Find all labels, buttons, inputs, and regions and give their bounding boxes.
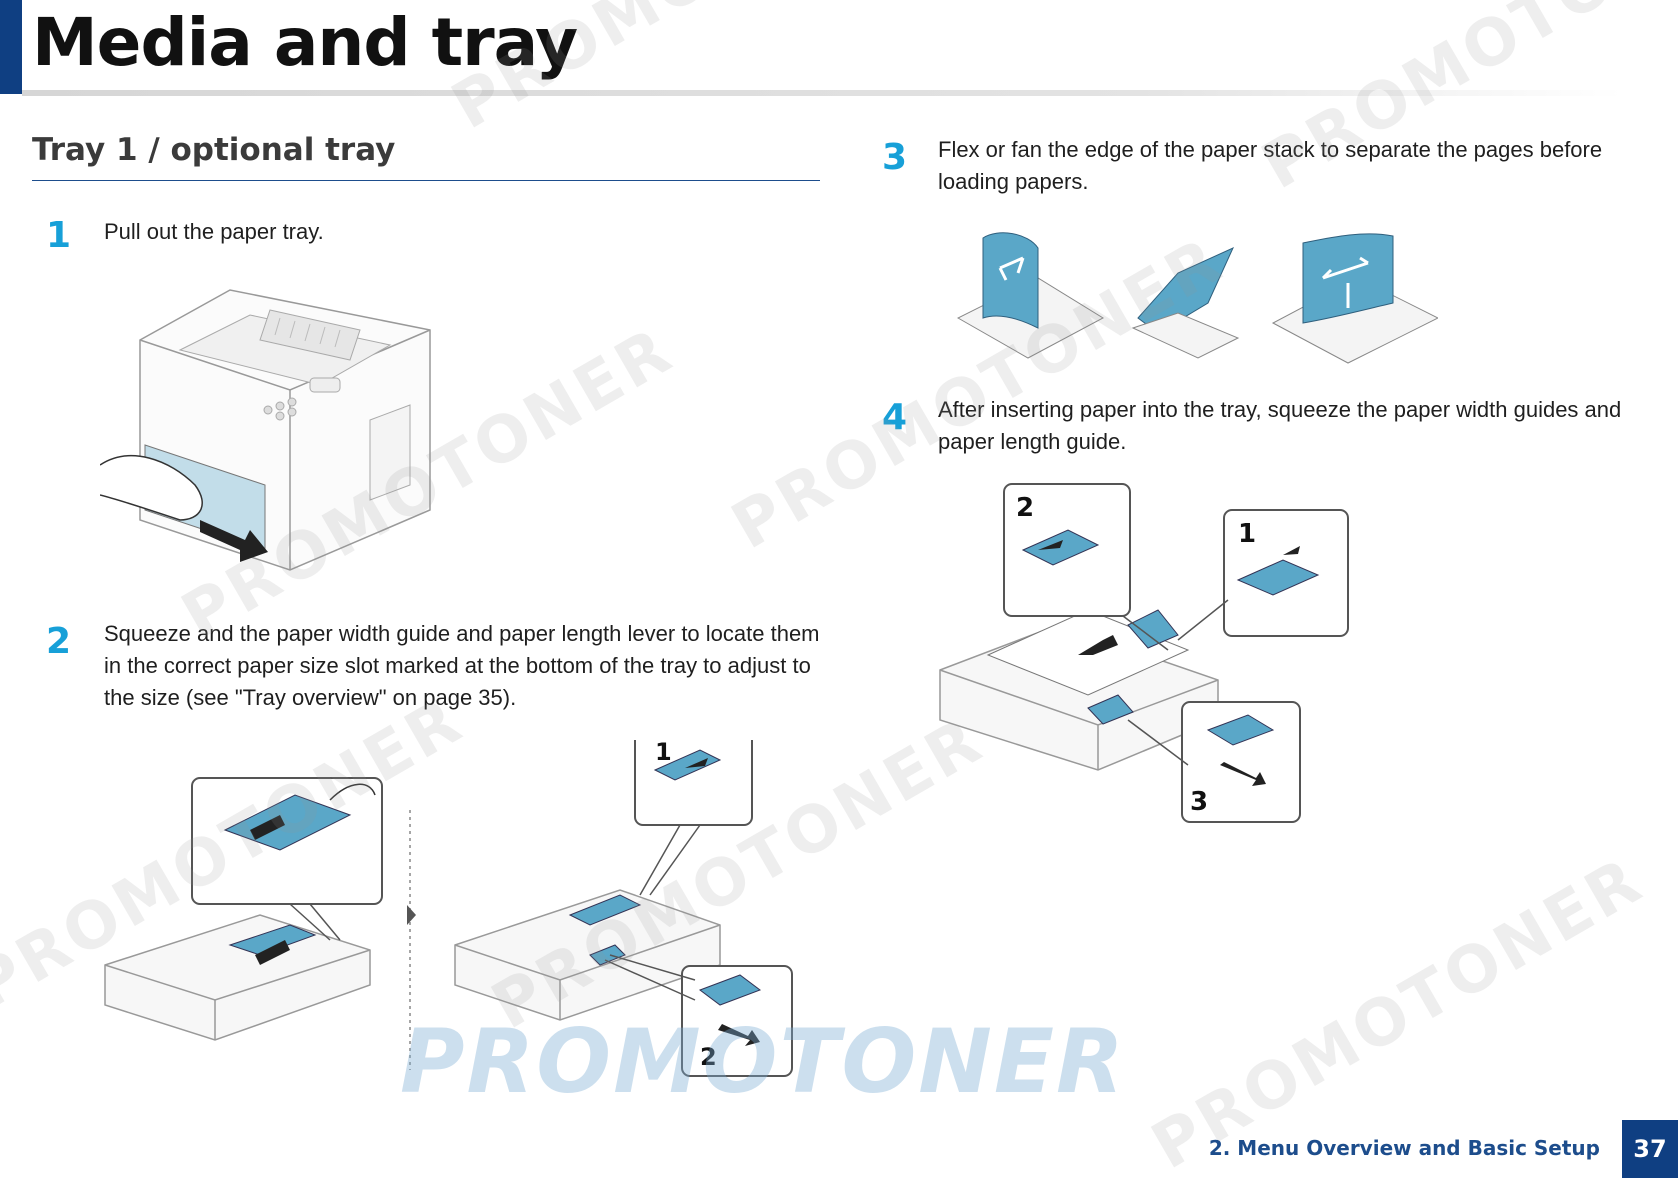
step-4-number: 4	[882, 397, 908, 438]
step4-callout-1: 1	[1238, 519, 1256, 549]
chapter-footer-link[interactable]: 2. Menu Overview and Basic Setup	[1208, 1136, 1600, 1160]
step4-callout-3: 3	[1190, 787, 1208, 817]
tray-guides-illustration: 1 2	[104, 740, 793, 1077]
section-title: Tray 1 / optional tray	[32, 132, 396, 168]
step-1-text: Pull out the paper tray.	[104, 219, 324, 244]
step-1-number: 1	[46, 215, 72, 256]
step-4-text: After inserting paper into the tray, squ…	[938, 397, 1622, 454]
page-number-badge: 37	[1622, 1120, 1678, 1178]
section-divider	[32, 180, 820, 181]
step-2-number: 2	[46, 621, 72, 662]
title-divider	[22, 90, 1622, 96]
step4-callout-2: 2	[1016, 493, 1034, 523]
watermark-text: PROMOTONER	[1140, 843, 1657, 1185]
step-2-text: Squeeze and the paper width guide and pa…	[104, 621, 820, 710]
title-accent-bar	[0, 0, 22, 94]
step2-callout-2: 2	[700, 1043, 717, 1071]
step-3-text: Flex or fan the edge of the paper stack …	[938, 137, 1603, 194]
fan-paper-illustration	[956, 232, 1438, 364]
step2-callout-1: 1	[655, 740, 672, 766]
step-3-number: 3	[882, 137, 908, 178]
printer-pull-tray-illustration	[100, 289, 431, 571]
squeeze-guides-illustration: 2 1 3	[939, 483, 1349, 823]
page-title: Media and tray	[32, 4, 578, 81]
